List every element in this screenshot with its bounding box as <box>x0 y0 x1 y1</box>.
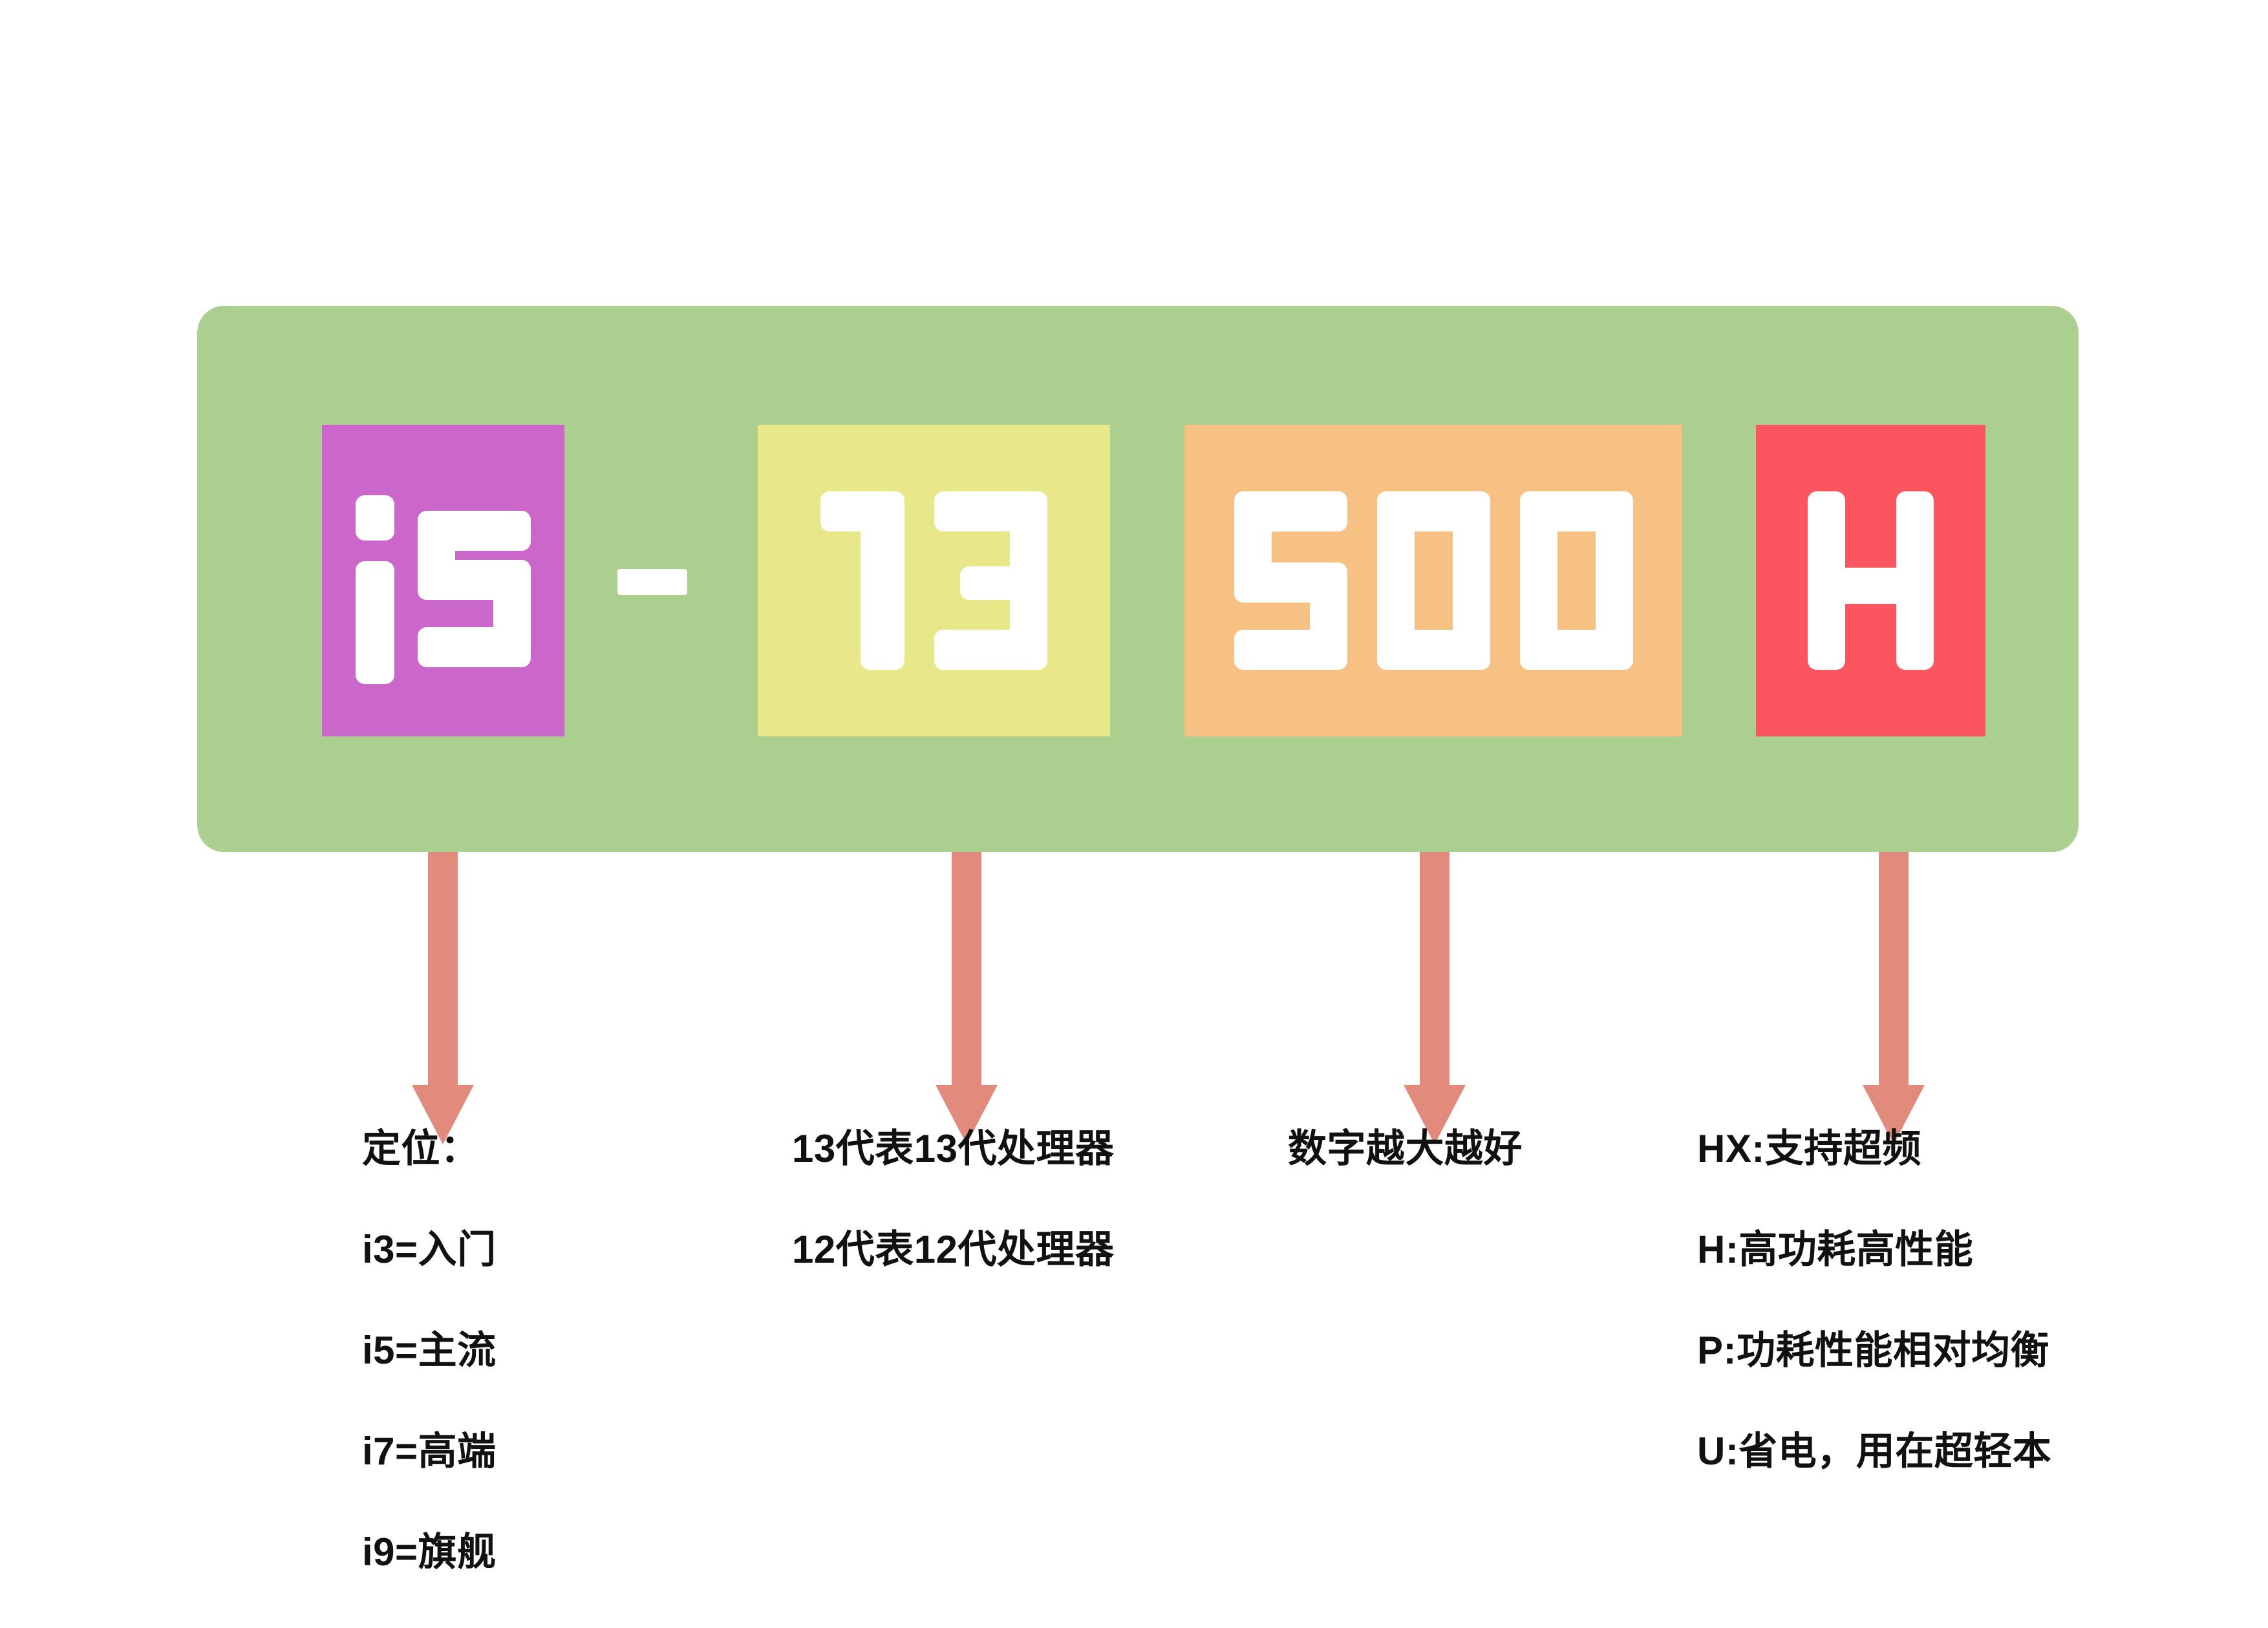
glyph-row-500 <box>1234 477 1633 684</box>
callout-tier-line-1: i3=入门 <box>362 1228 497 1271</box>
callout-text-suffix: HX:支持超频 H:高功耗高性能 P:功耗性能相对均衡 U:省电，用在超轻本 <box>1697 1073 2150 1527</box>
glyph-H <box>1808 477 1934 684</box>
callout-tier-line-2: i5=主流 <box>362 1329 497 1372</box>
arrow-shaft <box>428 852 458 1085</box>
glyph-row-13 <box>820 477 1047 684</box>
glyph-i <box>356 477 394 684</box>
callout-arrow-sku <box>1404 852 1466 1144</box>
glyph-3 <box>934 477 1047 684</box>
arrow-head <box>1863 1085 1925 1144</box>
callout-generation-line-1: 12代表12代处理器 <box>792 1228 1115 1271</box>
callout-suffix-line-2: P:功耗性能相对均衡 <box>1697 1329 2049 1372</box>
segment-sku-500 <box>1184 425 1682 736</box>
callout-text-tier: 定位： i3=入门 i5=主流 i7=高端 i9=旗舰 <box>362 1073 763 1628</box>
callout-text-sku: 数字越大越好 <box>1288 1073 1624 1225</box>
callout-arrow-suffix <box>1863 852 1925 1144</box>
segment-tier-i5 <box>322 425 564 736</box>
callout-tier-line-3: i7=高端 <box>362 1430 497 1473</box>
glyph-row-i5 <box>356 477 531 684</box>
callout-sku-line-0: 数字越大越好 <box>1288 1127 1523 1170</box>
segment-separator-dash <box>617 569 687 595</box>
glyph-0 <box>1519 477 1633 684</box>
callout-arrow-generation <box>936 852 998 1144</box>
callout-suffix-line-3: U:省电，用在超轻本 <box>1697 1430 2052 1473</box>
segment-generation-13 <box>758 425 1110 736</box>
glyph-row-h <box>1808 477 1934 684</box>
callout-suffix-line-0: HX:支持超频 <box>1697 1127 1921 1170</box>
callout-tier-line-4: i9=旗舰 <box>362 1530 497 1574</box>
arrow-head <box>412 1085 474 1144</box>
arrow-shaft <box>952 852 981 1085</box>
callout-generation-line-0: 13代表13代处理器 <box>792 1127 1115 1170</box>
arrow-shaft <box>1879 852 1909 1085</box>
callout-arrow-tier <box>412 852 474 1144</box>
callout-suffix-line-1: H:高功耗高性能 <box>1697 1228 1974 1271</box>
segment-suffix-h <box>1756 425 1985 736</box>
arrow-shaft <box>1420 852 1450 1085</box>
glyph-0 <box>1376 477 1490 684</box>
glyph-1 <box>820 477 904 684</box>
arrow-head <box>1404 1085 1466 1144</box>
arrow-head <box>936 1085 998 1144</box>
glyph-5 <box>418 477 531 684</box>
callout-text-generation: 13代表13代处理器 12代表12代处理器 <box>792 1073 1245 1325</box>
glyph-5 <box>1234 477 1347 684</box>
callout-tier-line-0: 定位： <box>362 1127 480 1170</box>
